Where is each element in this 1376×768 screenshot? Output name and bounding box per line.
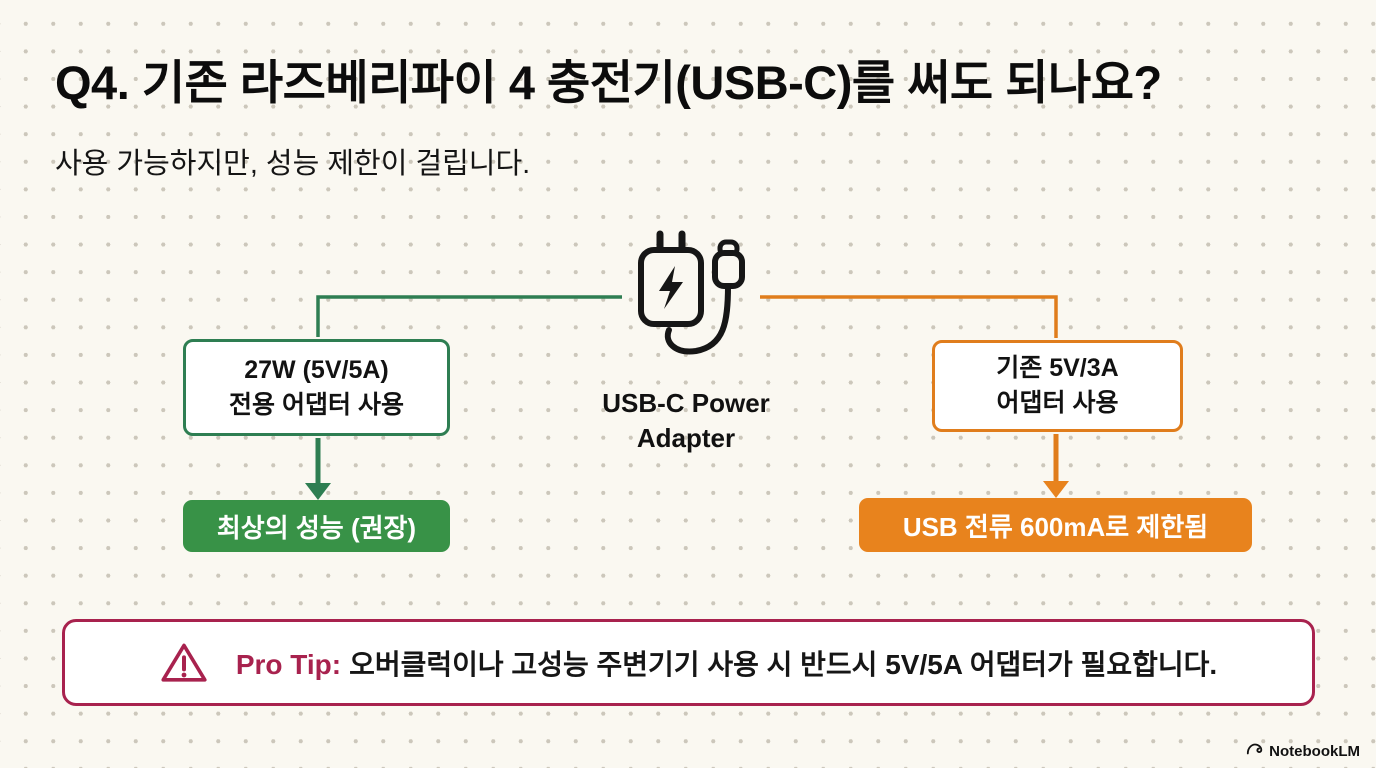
right-option-line1: 기존 5V/3A (996, 354, 1119, 382)
pro-tip-callout: Pro Tip:오버클럭이나 고성능 주변기기 사용 시 반드시 5V/5A 어… (62, 619, 1315, 706)
usb-c-adapter-icon (612, 224, 764, 370)
footer-brand-label: NotebookLM (1269, 742, 1360, 760)
left-result-box: 최상의 성능 (권장) (183, 500, 450, 552)
left-option-box: 27W (5V/5A) 전용 어댑터 사용 (183, 339, 450, 436)
pro-tip-label: Pro Tip: (235, 648, 342, 680)
page-subtitle: 사용 가능하지만, 성능 제한이 걸립니다. (55, 148, 531, 180)
warning-triangle-icon (160, 641, 208, 685)
right-option-line2: 어댑터 사용 (996, 389, 1119, 417)
pro-tip-body: 오버클럭이나 고성능 주변기기 사용 시 반드시 5V/5A 어댑터가 필요합니… (349, 648, 1218, 680)
page-title: Q4. 기존 라즈베리파이 4 충전기(USB-C)를 써도 되나요? (55, 56, 1162, 109)
adapter-label-line2: Adapter (636, 423, 736, 454)
left-option-line1: 27W (5V/5A) (244, 355, 389, 384)
adapter-label-line1: USB-C Power (602, 388, 770, 418)
right-option-box: 기존 5V/3A 어댑터 사용 (932, 340, 1183, 432)
right-result-box: USB 전류 600mA로 제한됨 (859, 498, 1252, 552)
left-option-line2: 전용 어댑터 사용 (229, 390, 404, 419)
pro-tip-text: Pro Tip:오버클럭이나 고성능 주변기기 사용 시 반드시 5V/5A 어… (236, 643, 1217, 683)
notebooklm-logo-icon (1246, 742, 1264, 760)
footer-brand: NotebookLM (1246, 742, 1360, 760)
adapter-label: USB-C Power Adapter (536, 386, 836, 456)
